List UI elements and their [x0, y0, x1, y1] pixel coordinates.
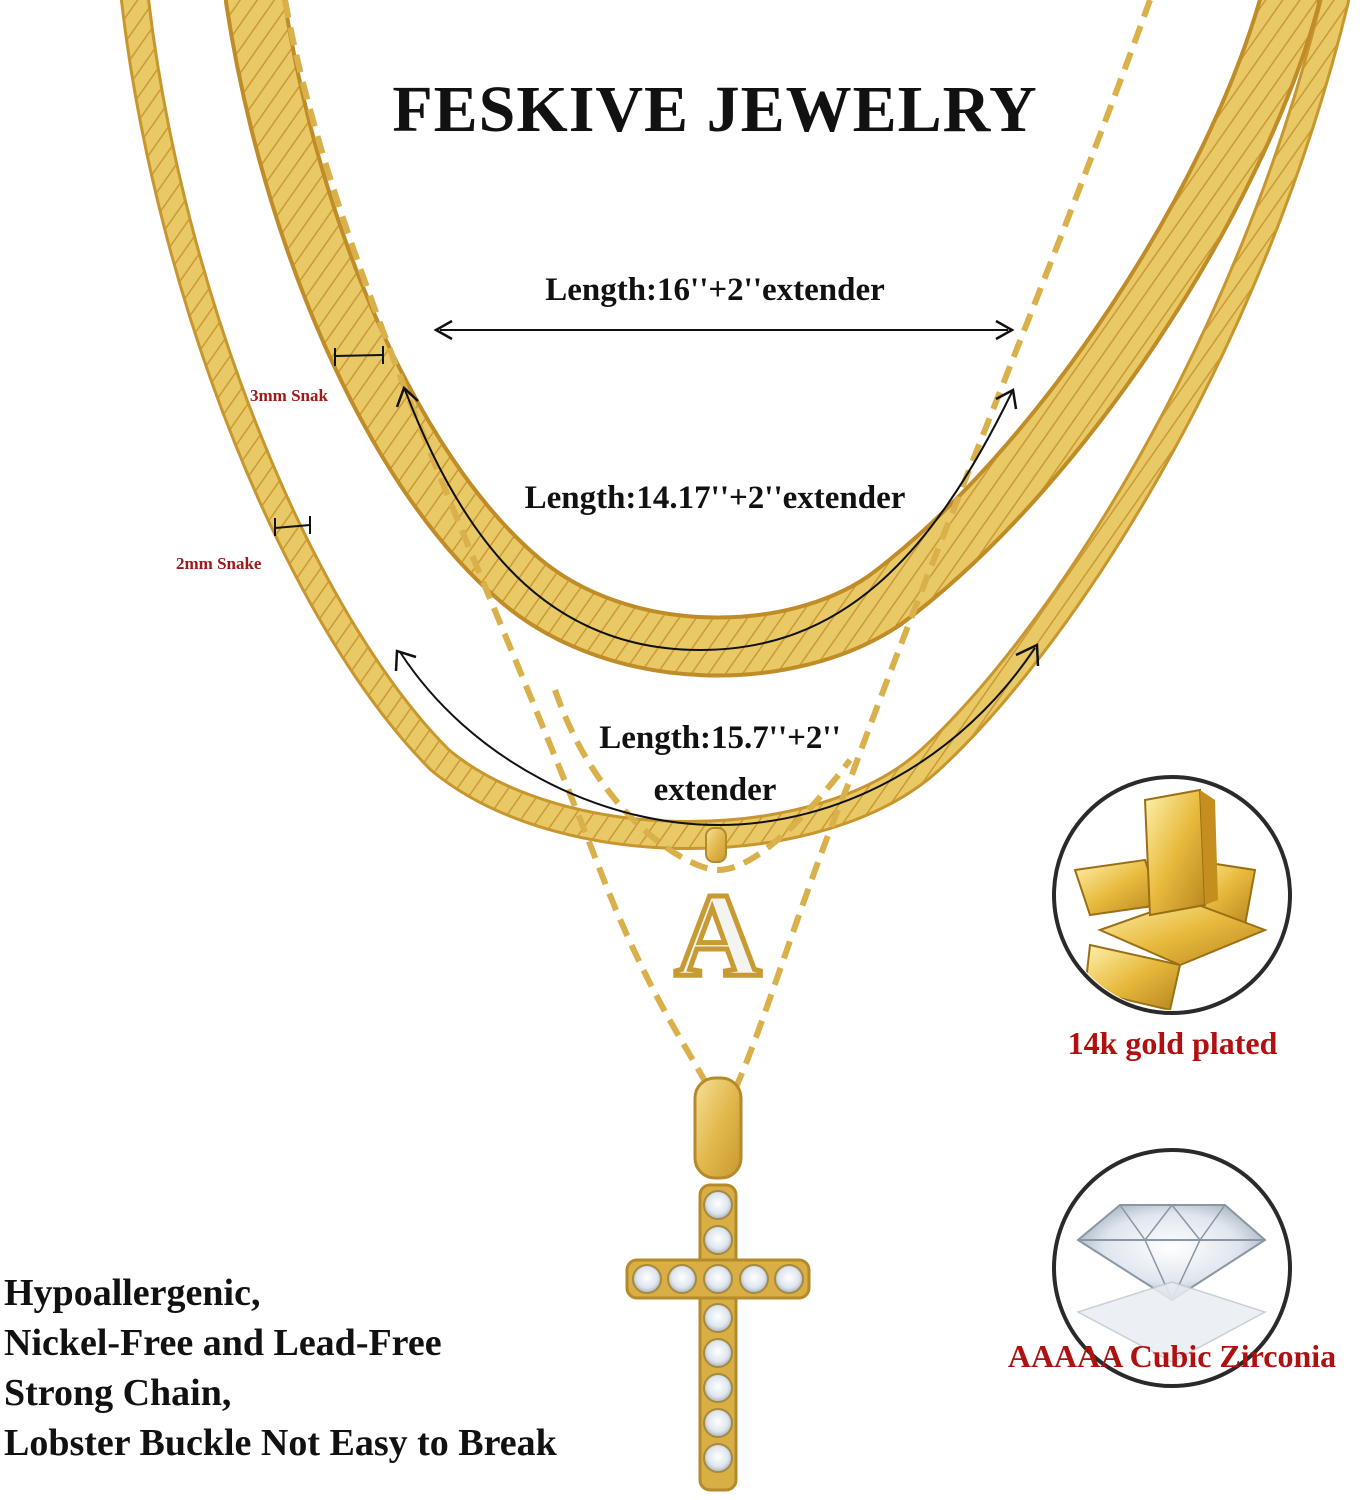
gold-bars-icon — [1052, 775, 1292, 1015]
diamond-icon — [1052, 1148, 1292, 1388]
feature-item: Nickel-Free and Lead-Free — [4, 1322, 442, 1364]
length-label-15in-line2: extender — [653, 772, 777, 808]
cross-pendant — [625, 1076, 811, 1492]
feature-list: Hypoallergenic, Nickel-Free and Lead-Fre… — [4, 1268, 557, 1468]
width-label-3mm: 3mm Snak — [250, 386, 328, 405]
initial-a-pendant: A — [672, 827, 764, 1004]
length-label-14in: Length:14.17''+2''extender — [524, 480, 906, 516]
cable-chain — [282, 0, 1153, 1102]
cubic-zirconia-label: AAAAA Cubic Zirconia — [1007, 1338, 1337, 1374]
width-label-2mm: 2mm Snake — [176, 554, 262, 573]
snake-chain-2mm — [120, 0, 1350, 850]
length-arrows — [274, 319, 1040, 827]
feature-item: Hypoallergenic, — [4, 1272, 261, 1314]
feature-item: Strong Chain, — [4, 1372, 232, 1414]
brand-title: FESKIVE JEWELRY — [392, 73, 1038, 146]
gold-plated-label: 14k gold plated — [1067, 1025, 1278, 1061]
initial-letter: A — [675, 868, 762, 1001]
length-label-15in-line1: Length:15.7''+2'' — [599, 720, 841, 756]
feature-item: Lobster Buckle Not Easy to Break — [4, 1422, 557, 1464]
length-label-16in: Length:16''+2''extender — [545, 272, 885, 308]
snake-chain-3mm — [224, 0, 1321, 678]
